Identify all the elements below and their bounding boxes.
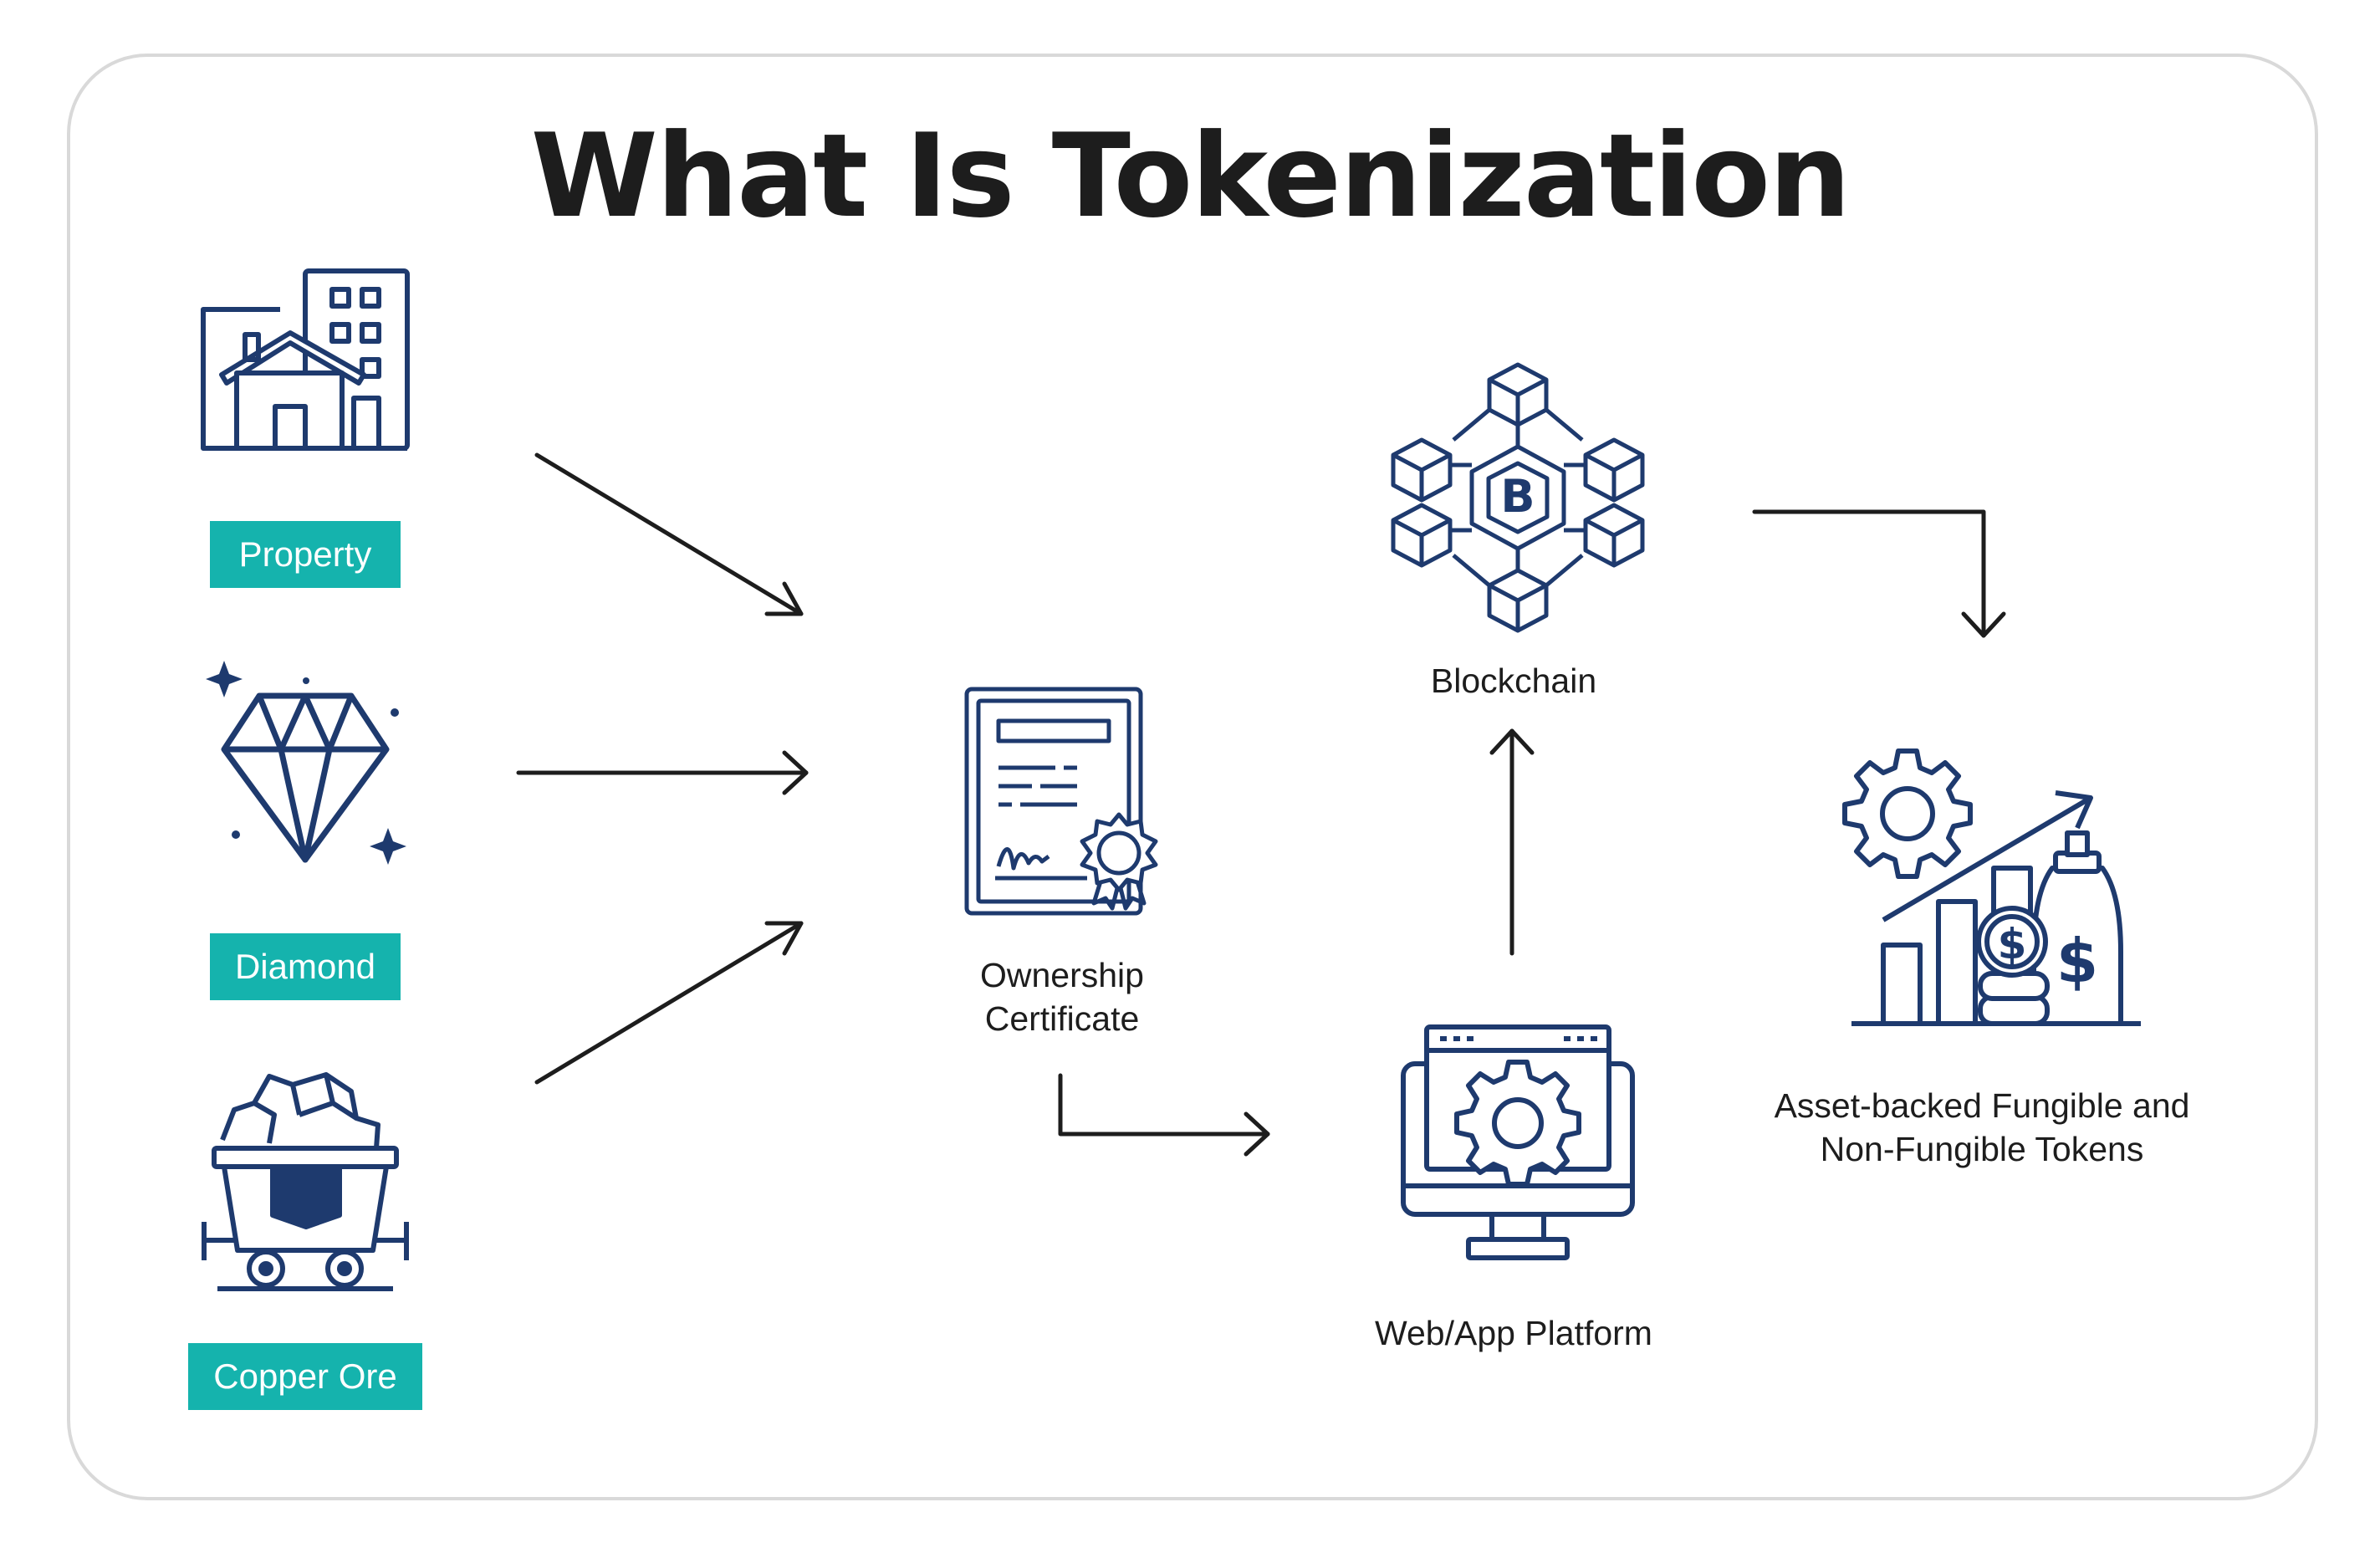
tokens-label: Asset-backed Fungible and Non-Fungible T… bbox=[1706, 1084, 2258, 1171]
diamond-icon bbox=[206, 661, 406, 865]
tag-property: Property bbox=[210, 521, 401, 588]
svg-text:$: $ bbox=[2056, 926, 2098, 996]
growth-tokens-icon: $ $ bbox=[1842, 748, 2141, 1026]
tag-property-label: Property bbox=[238, 534, 372, 574]
tag-copper-ore: Copper Ore bbox=[188, 1343, 422, 1410]
svg-text:$: $ bbox=[1998, 920, 2027, 968]
blockchain-label: Blockchain bbox=[1430, 662, 1597, 700]
arrow-diamond-to-certificate bbox=[516, 750, 809, 795]
arrow-property-to-certificate bbox=[534, 452, 804, 616]
arrow-platform-to-blockchain bbox=[1489, 728, 1535, 956]
tag-copper-ore-label: Copper Ore bbox=[213, 1356, 397, 1396]
web-app-platform-label: Web/App Platform bbox=[1375, 1314, 1652, 1352]
ownership-certificate-line-2: Certificate bbox=[984, 999, 1140, 1038]
ownership-certificate-label: Ownership Certificate bbox=[920, 953, 1204, 1040]
arrow-certificate-to-platform bbox=[1058, 1073, 1270, 1157]
tokens-line-1: Asset-backed Fungible and bbox=[1774, 1086, 2190, 1125]
page-title: What Is Tokenization bbox=[530, 109, 1851, 243]
certificate-icon bbox=[964, 687, 1158, 916]
mine-cart-icon bbox=[202, 1072, 409, 1291]
building-house-icon bbox=[201, 268, 410, 451]
tag-diamond-label: Diamond bbox=[234, 947, 376, 986]
computer-gear-icon bbox=[1401, 1024, 1635, 1260]
ownership-certificate-line-1: Ownership bbox=[980, 956, 1144, 994]
tokens-line-2: Non-Fungible Tokens bbox=[1820, 1130, 2144, 1168]
arrow-blockchain-to-tokens bbox=[1752, 509, 2006, 638]
card-frame bbox=[67, 54, 2318, 1500]
blockchain-icon: B bbox=[1391, 362, 1645, 633]
svg-text:B: B bbox=[1500, 470, 1535, 523]
arrow-copper-to-certificate bbox=[534, 921, 804, 1085]
tag-diamond: Diamond bbox=[210, 933, 401, 1000]
